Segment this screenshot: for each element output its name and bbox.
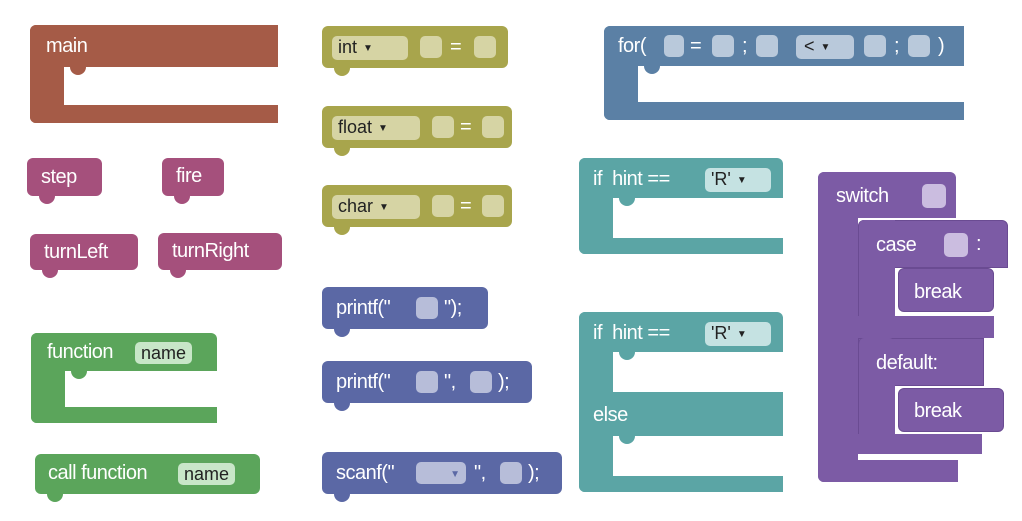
break-label-2: break	[914, 400, 962, 422]
printf-format-input[interactable]	[416, 297, 438, 319]
main-label: main	[46, 35, 88, 57]
int-type-dropdown[interactable]: int▼	[332, 36, 408, 60]
for-init-var-input[interactable]	[664, 35, 684, 57]
call-function-name-field[interactable]: name	[178, 463, 236, 485]
switch-label: switch	[836, 185, 889, 207]
dropdown-arrow-icon: ▼	[379, 202, 389, 213]
char-declaration-block[interactable]: char▼ =	[322, 185, 512, 235]
case-colon: :	[976, 233, 982, 255]
break-label-1: break	[914, 281, 962, 303]
dropdown-arrow-icon: ▼	[378, 123, 388, 134]
int-equals: =	[450, 36, 462, 58]
scanf-suffix: );	[528, 462, 540, 484]
float-value-input[interactable]	[482, 116, 504, 138]
function-definition-block[interactable]: function name	[31, 333, 217, 425]
char-equals: =	[460, 195, 472, 217]
printf-with-arg-block[interactable]: printf(" ", );	[322, 361, 532, 411]
turn-right-label: turnRight	[172, 240, 249, 262]
for-loop-block[interactable]: for( = ; <▼ ; )	[604, 26, 964, 122]
if-else-label: if hint ==	[593, 322, 670, 344]
int-declaration-block[interactable]: int▼ =	[322, 26, 508, 76]
fire-block[interactable]: fire	[162, 158, 224, 204]
dropdown-arrow-icon: ▼	[820, 42, 831, 53]
float-equals: =	[460, 116, 472, 138]
char-type-dropdown[interactable]: char▼	[332, 195, 420, 219]
printf-prefix: printf("	[336, 297, 391, 319]
for-close-paren: )	[938, 35, 945, 57]
scanf-format-dropdown[interactable]: ▼	[416, 462, 466, 484]
int-name-input[interactable]	[420, 36, 442, 58]
dropdown-arrow-icon: ▼	[450, 469, 460, 480]
for-equals: =	[690, 35, 702, 57]
dropdown-arrow-icon: ▼	[736, 175, 747, 186]
break-block-2[interactable]	[898, 388, 1004, 432]
main-block[interactable]: main	[30, 25, 278, 125]
if-else-block[interactable]: if hint == 'R'▼ else	[579, 312, 783, 494]
switch-block[interactable]: switch case : break default: break	[818, 172, 1008, 484]
for-step-input[interactable]	[908, 35, 930, 57]
if-value-dropdown[interactable]: 'R'▼	[705, 168, 771, 192]
break-block-1[interactable]	[898, 268, 994, 312]
turn-left-label: turnLeft	[44, 241, 108, 263]
for-cond-right-input[interactable]	[864, 35, 886, 57]
dropdown-arrow-icon: ▼	[363, 43, 373, 54]
else-label: else	[593, 404, 628, 426]
if-else-value-dropdown[interactable]: 'R'▼	[705, 322, 771, 346]
printf2-mid: ",	[444, 371, 456, 393]
call-function-block[interactable]: call function name	[35, 454, 260, 502]
printf2-arg-input[interactable]	[470, 371, 492, 393]
scanf-arg-input[interactable]	[500, 462, 522, 484]
default-label: default:	[876, 352, 938, 374]
turn-left-block[interactable]: turnLeft	[30, 234, 138, 278]
printf-block[interactable]: printf(" ");	[322, 287, 488, 337]
if-block[interactable]: if hint == 'R'▼	[579, 158, 783, 256]
float-declaration-block[interactable]: float▼ =	[322, 106, 512, 156]
printf2-format-input[interactable]	[416, 371, 438, 393]
for-semicolon-2: ;	[894, 35, 900, 57]
fire-label: fire	[176, 165, 202, 187]
turn-right-block[interactable]: turnRight	[158, 233, 282, 278]
int-value-input[interactable]	[474, 36, 496, 58]
for-cond-left-input[interactable]	[756, 35, 778, 57]
float-name-input[interactable]	[432, 116, 454, 138]
scanf-block[interactable]: scanf(" ▼ ", );	[322, 452, 562, 502]
function-name-field[interactable]: name	[135, 342, 193, 364]
char-value-input[interactable]	[482, 195, 504, 217]
for-init-value-input[interactable]	[712, 35, 734, 57]
scanf-mid: ",	[474, 462, 486, 484]
scanf-prefix: scanf("	[336, 462, 395, 484]
case-value-input[interactable]	[944, 233, 968, 257]
if-label: if hint ==	[593, 168, 670, 190]
step-block[interactable]: step	[27, 158, 102, 204]
printf2-prefix: printf("	[336, 371, 391, 393]
for-semicolon-1: ;	[742, 35, 748, 57]
switch-value-input[interactable]	[922, 184, 946, 208]
case-label: case	[876, 234, 917, 256]
printf-suffix: ");	[444, 297, 462, 319]
char-name-input[interactable]	[432, 195, 454, 217]
function-label: function	[47, 341, 114, 363]
call-function-label: call function	[48, 462, 148, 484]
step-label: step	[41, 166, 77, 188]
printf2-suffix: );	[498, 371, 510, 393]
float-type-dropdown[interactable]: float▼	[332, 116, 420, 140]
for-prefix: for(	[618, 35, 647, 57]
dropdown-arrow-icon: ▼	[736, 329, 747, 340]
for-operator-dropdown[interactable]: <▼	[796, 35, 854, 59]
